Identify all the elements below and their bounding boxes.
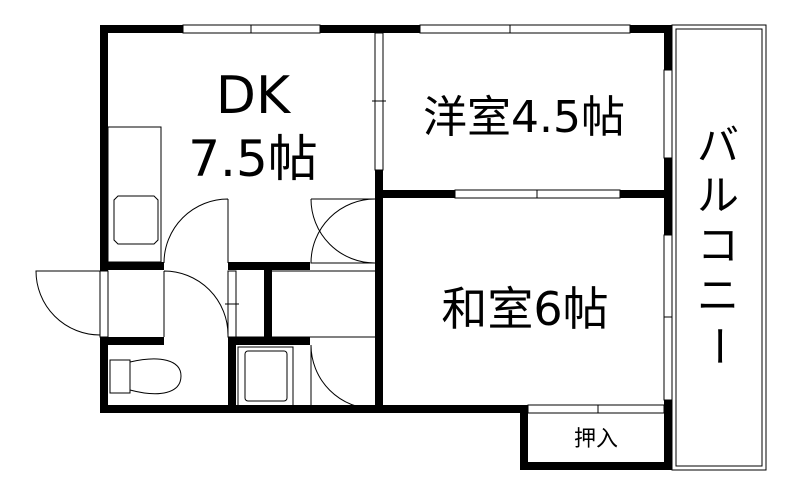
dk-size-label: 7.5帖 (188, 130, 318, 188)
balcony-char: コ (697, 221, 739, 270)
doors (35, 198, 376, 410)
balcony-char: ー (694, 325, 743, 367)
dk-name-label: DK (216, 66, 292, 126)
closet-label: 押入 (574, 427, 618, 452)
western-room-label: 洋室4.5帖 (423, 92, 625, 143)
washbasin (237, 346, 294, 408)
balcony-char: ニ (697, 271, 739, 320)
toilet (109, 358, 182, 395)
balcony-char: バ (697, 121, 739, 170)
kitchen-counter (107, 126, 162, 263)
balcony-char: ル (697, 171, 739, 220)
balcony-label: バ ル コ ニ ー (694, 121, 743, 367)
windows (99, 24, 673, 414)
japanese-room-label: 和室6帖 (441, 282, 608, 336)
